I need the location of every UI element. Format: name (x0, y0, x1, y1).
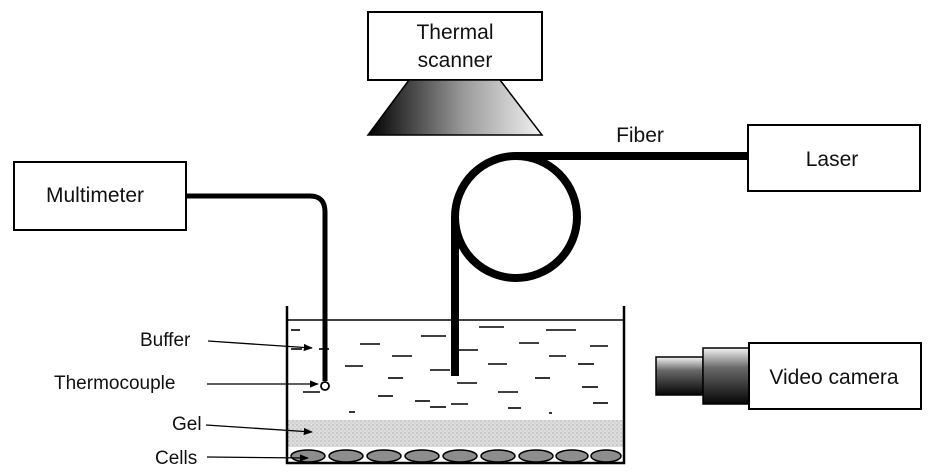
thermal-scanner: Thermal scanner (366, 11, 544, 136)
gel-arrow (205, 424, 313, 436)
cell (480, 449, 516, 463)
buffer-arrow (207, 340, 313, 352)
thermal-scanner-label-line1: Thermal (416, 21, 493, 44)
thermal-scanner-lens (366, 79, 544, 136)
cell (555, 449, 589, 463)
gel-label: Gel (172, 414, 202, 435)
multimeter-box (13, 161, 187, 231)
fiber-coil (451, 152, 581, 282)
multimeter-label: Multimeter (46, 184, 144, 207)
camera-lens-front (655, 356, 704, 396)
fiber: Fiber (451, 124, 748, 376)
camera-lens-body (702, 347, 750, 405)
laser-box (747, 124, 921, 192)
cells-label: Cells (155, 448, 197, 469)
video-camera-box (748, 342, 922, 410)
gel-layer (288, 420, 623, 447)
thermal-scanner-box (367, 11, 543, 81)
laser: Laser (747, 124, 921, 192)
multimeter: Multimeter (13, 161, 330, 391)
cells-arrow (206, 454, 309, 462)
culture-dish (285, 306, 626, 465)
cell (366, 449, 402, 463)
buffer-label: Buffer (140, 330, 191, 351)
cell (404, 449, 440, 463)
thermocouple-tip (320, 381, 330, 391)
dish-labels: Buffer Thermocouple Gel Cells (54, 330, 319, 469)
cell (290, 449, 326, 463)
video-camera-label: Video camera (769, 366, 899, 389)
buffer-dashes (291, 326, 608, 414)
laser-label: Laser (806, 148, 859, 171)
thermocouple-wire (186, 193, 328, 381)
cell-row (290, 449, 622, 463)
cell (328, 449, 364, 463)
cell (590, 449, 622, 463)
cell (518, 449, 554, 463)
video-camera: Video camera (655, 342, 922, 410)
fiber-label: Fiber (616, 124, 664, 147)
cell (442, 449, 478, 463)
thermal-scanner-label-line2: scanner (418, 49, 493, 72)
thermocouple-label: Thermocouple (54, 373, 175, 394)
